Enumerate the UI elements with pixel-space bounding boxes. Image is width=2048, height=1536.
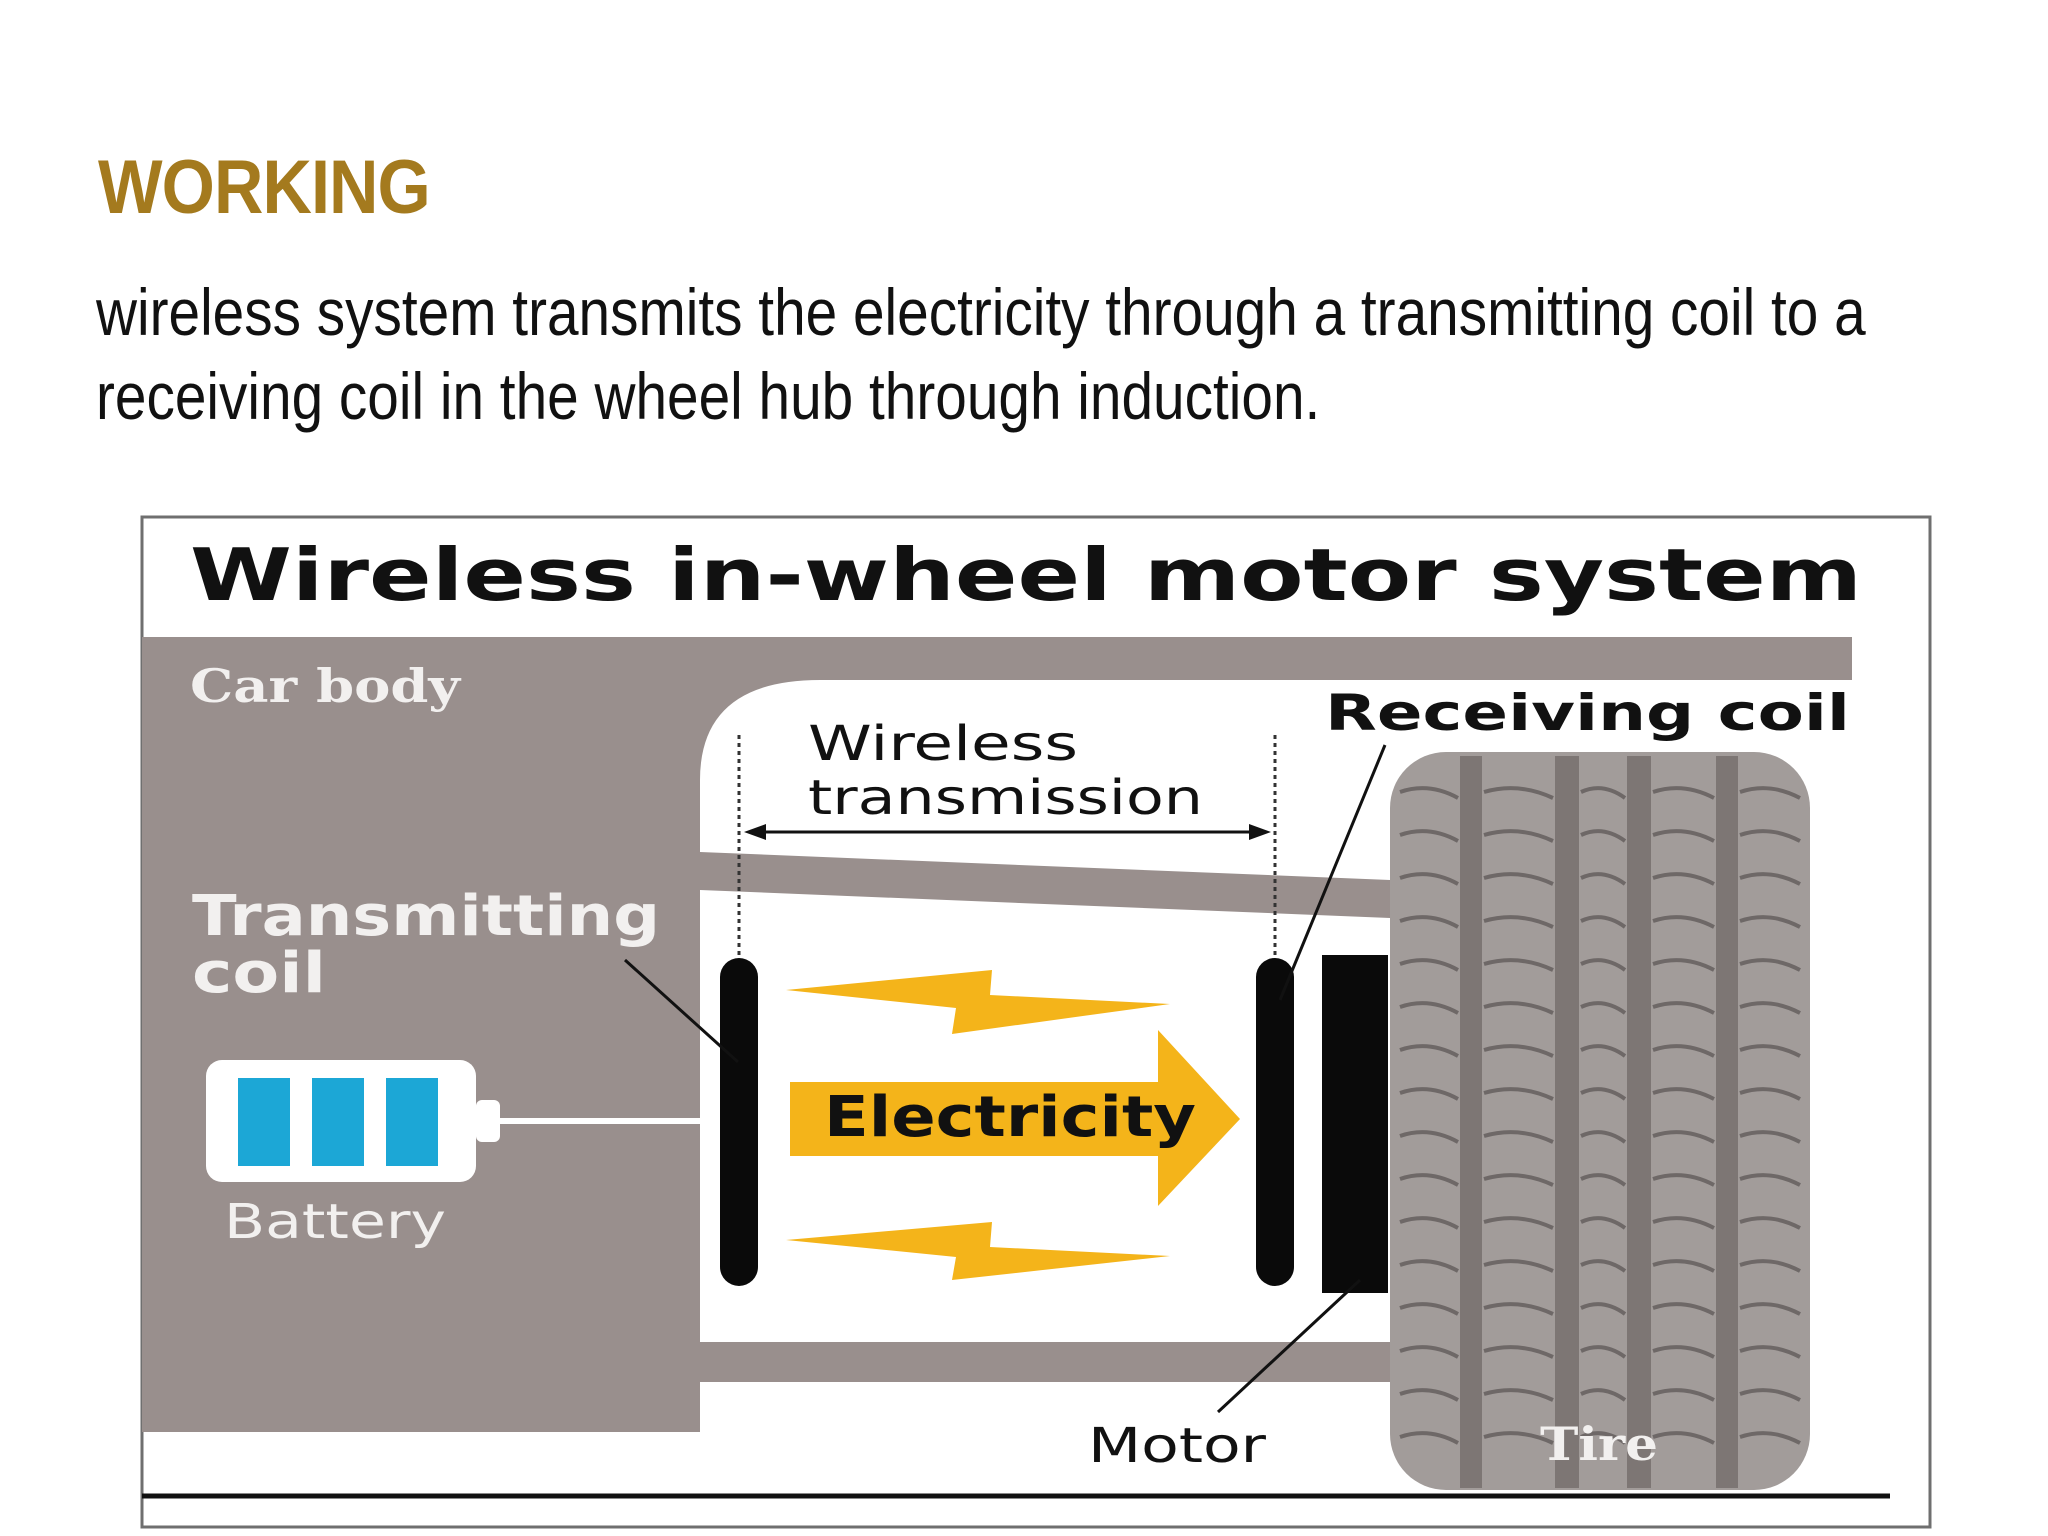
- transmitting-coil: [720, 958, 758, 1286]
- slide-title: WORKING: [98, 145, 431, 230]
- motor-label: Motor: [1088, 1418, 1266, 1474]
- motor-pointer: [1216, 1278, 1362, 1414]
- car-body-label: Car body: [190, 659, 462, 713]
- tire-label: Tire: [1540, 1417, 1658, 1471]
- tire-icon: [1390, 752, 1810, 1490]
- lightning-bolt-icon: [786, 1222, 1170, 1280]
- diagram-title: Wireless in-wheel motor system: [190, 533, 1862, 617]
- motor-block: [1322, 955, 1388, 1293]
- transmitting-coil-label-line1: Transmitting: [192, 884, 660, 949]
- lower-chassis-beam: [700, 1342, 1390, 1382]
- receiving-coil: [1256, 958, 1294, 1286]
- receiving-coil-label: Receiving coil: [1325, 684, 1850, 742]
- slide-body-text: wireless system transmits the electricit…: [96, 275, 1866, 433]
- wireless-transmission-label-line1: Wireless: [808, 716, 1078, 772]
- lightning-bolt-icon: [786, 970, 1170, 1034]
- battery-icon: [206, 1060, 500, 1182]
- transmitting-coil-pointer: [623, 958, 740, 1064]
- receiving-coil-pointer: [1278, 744, 1387, 1001]
- battery-label: Battery: [224, 1194, 446, 1250]
- car-body-shape: [142, 637, 1852, 1432]
- wireless-motor-diagram: Wireless in-wheel motor system: [140, 515, 1932, 1529]
- electricity-label: Electricity: [824, 1085, 1196, 1150]
- arrow-right-icon: [790, 1030, 1240, 1206]
- transmitting-coil-label-line2: coil: [192, 941, 326, 1006]
- wireless-transmission-label-line2: transmission: [808, 770, 1203, 826]
- transmission-distance-arrow: [744, 824, 1271, 840]
- upper-chassis-beam: [700, 852, 1390, 918]
